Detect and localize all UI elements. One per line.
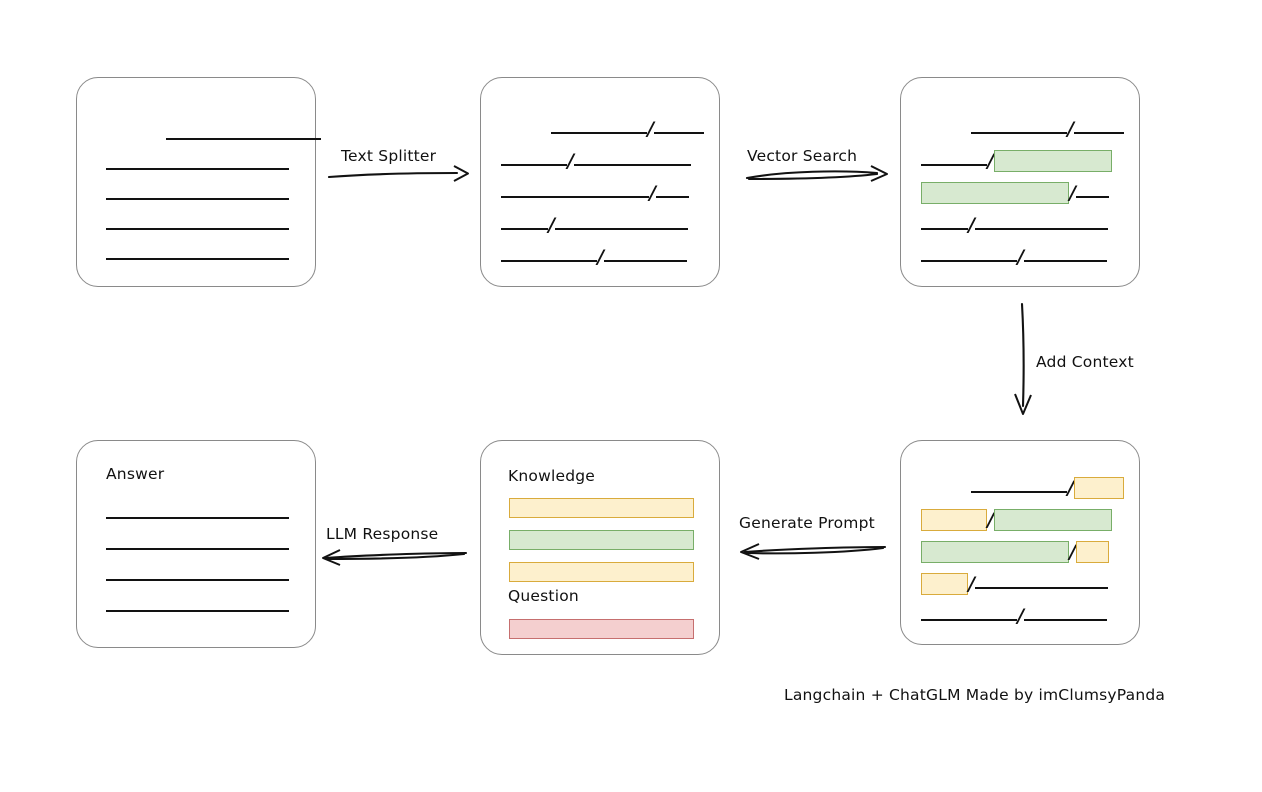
- context-chunk-yellow: [921, 573, 968, 595]
- doc-line: /: [921, 118, 1124, 140]
- edge-label-text-splitter: Text Splitter: [341, 147, 437, 165]
- edge-label-vector-search: Vector Search: [747, 147, 858, 165]
- text-segment: [501, 228, 548, 230]
- node-source-document[interactable]: [76, 77, 321, 287]
- text-segment: [974, 587, 1108, 589]
- split-slash: /: [968, 214, 975, 236]
- split-slash: /: [548, 214, 555, 236]
- arrow-add-context: [1014, 302, 1032, 415]
- answer-line: [106, 579, 289, 581]
- retrieved-chunk-green: [921, 541, 1069, 563]
- knowledge-bar: [509, 530, 694, 550]
- text-segment: [921, 228, 968, 230]
- node-prompt[interactable]: Knowledge Question: [480, 440, 720, 655]
- text-segment: [106, 258, 289, 260]
- doc-line: /: [921, 182, 1109, 204]
- split-slash: /: [567, 150, 574, 172]
- context-chunk-yellow: [1073, 477, 1124, 499]
- doc-line: [106, 246, 289, 260]
- text-segment: [974, 228, 1108, 230]
- doc-line: [106, 126, 321, 140]
- node-answer[interactable]: Answer: [76, 440, 316, 648]
- split-slash: /: [1067, 477, 1074, 499]
- context-chunk-yellow: [1075, 541, 1109, 563]
- text-segment: [106, 198, 289, 200]
- context-chunk-yellow: [921, 509, 987, 531]
- edge-label-generate-prompt: Generate Prompt: [739, 514, 875, 532]
- text-segment: [603, 260, 687, 262]
- text-segment: [971, 132, 1067, 134]
- edge-label-llm-response: LLM Response: [326, 525, 439, 543]
- split-slash: /: [987, 509, 994, 531]
- node-context-document[interactable]: / / / / /: [900, 440, 1140, 645]
- arrow-llm-response: [322, 549, 468, 566]
- text-segment: [551, 132, 647, 134]
- text-segment: [653, 132, 704, 134]
- doc-line: [106, 186, 289, 200]
- doc-line: [106, 216, 289, 230]
- doc-line: /: [921, 214, 1108, 236]
- split-slash: /: [647, 118, 654, 140]
- text-segment: [1023, 260, 1107, 262]
- doc-line: /: [501, 182, 689, 204]
- answer-line: [106, 517, 289, 519]
- doc-line: /: [921, 573, 1108, 595]
- doc-line: /: [921, 605, 1107, 627]
- split-slash: /: [968, 573, 975, 595]
- node-split-document[interactable]: / / / / /: [480, 77, 720, 287]
- edge-label-add-context: Add Context: [1036, 353, 1134, 371]
- text-segment: [655, 196, 689, 198]
- retrieved-chunk-green: [993, 509, 1112, 531]
- text-segment: [971, 491, 1067, 493]
- split-slash: /: [1069, 541, 1076, 563]
- doc-line: /: [501, 214, 688, 236]
- answer-line: [106, 548, 289, 550]
- text-segment: [1075, 196, 1109, 198]
- text-segment: [1023, 619, 1107, 621]
- split-slash: /: [649, 182, 656, 204]
- text-segment: [106, 168, 289, 170]
- arrow-text-splitter: [327, 165, 469, 182]
- text-segment: [921, 619, 1017, 621]
- doc-line: /: [921, 246, 1107, 268]
- text-segment: [921, 260, 1017, 262]
- doc-line: [106, 156, 289, 170]
- retrieved-chunk-green: [921, 182, 1069, 204]
- doc-line: /: [921, 541, 1109, 563]
- node-vector-hits[interactable]: / / / / /: [900, 77, 1140, 287]
- doc-line: /: [501, 246, 687, 268]
- arrow-generate-prompt: [740, 543, 887, 560]
- text-segment: [166, 138, 321, 140]
- split-slash: /: [1067, 118, 1074, 140]
- doc-line: /: [501, 118, 704, 140]
- text-segment: [573, 164, 691, 166]
- retrieved-chunk-green: [993, 150, 1112, 172]
- question-label: Question: [508, 587, 579, 605]
- footer-credit: Langchain + ChatGLM Made by imClumsyPand…: [784, 686, 1166, 704]
- doc-line: /: [921, 477, 1124, 499]
- split-slash: /: [1069, 182, 1076, 204]
- knowledge-bar: [509, 562, 694, 582]
- knowledge-label: Knowledge: [508, 467, 596, 485]
- split-slash: /: [1017, 246, 1024, 268]
- doc-line: /: [921, 509, 1112, 531]
- answer-line: [106, 610, 289, 612]
- doc-line: /: [921, 150, 1112, 172]
- text-segment: [554, 228, 688, 230]
- text-segment: [106, 228, 289, 230]
- text-segment: [921, 164, 987, 166]
- answer-title: Answer: [106, 465, 165, 483]
- split-slash: /: [987, 150, 994, 172]
- text-segment: [501, 164, 567, 166]
- knowledge-bar: [509, 498, 694, 518]
- arrow-vector-search: [745, 165, 888, 182]
- text-segment: [1073, 132, 1124, 134]
- split-slash: /: [597, 246, 604, 268]
- text-segment: [501, 196, 649, 198]
- text-segment: [501, 260, 597, 262]
- doc-line: /: [501, 150, 691, 172]
- question-bar: [509, 619, 694, 639]
- split-slash: /: [1017, 605, 1024, 627]
